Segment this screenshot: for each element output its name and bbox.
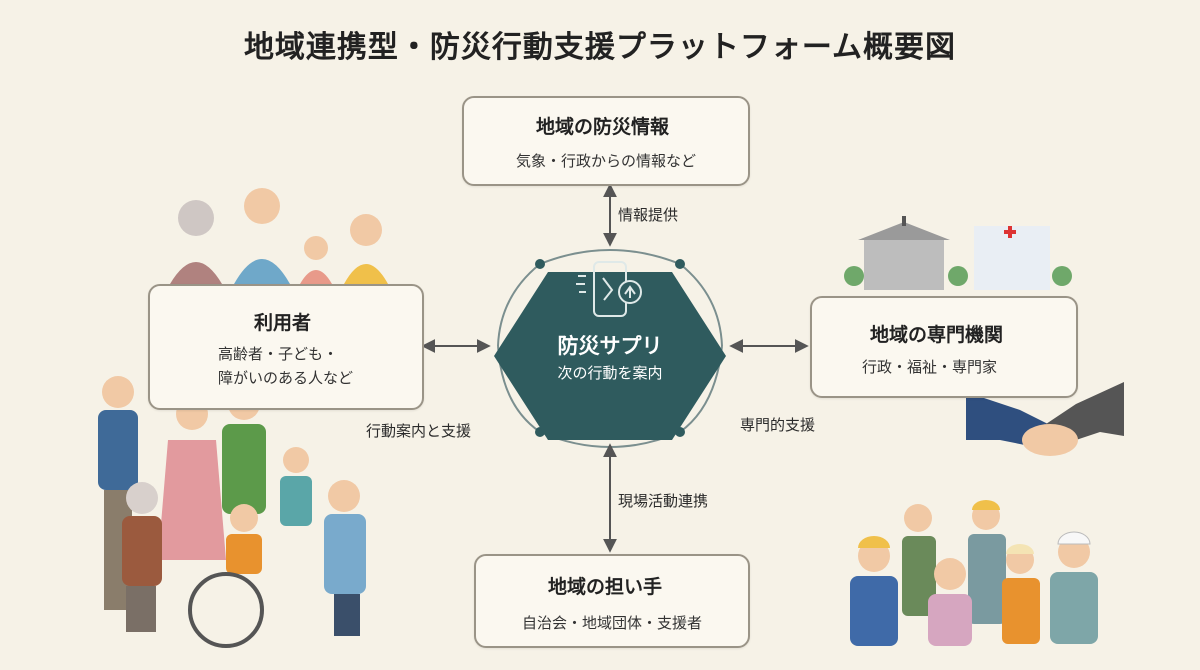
node-subtitle: 行政・福祉・専門家	[862, 358, 998, 376]
node-title: 地域の防災情報	[536, 116, 670, 138]
node-title: 利用者	[254, 312, 312, 334]
edge-label-action-guidance: 行動案内と支援	[366, 422, 472, 440]
app-hexagon	[494, 272, 726, 440]
node-subtitle: 高齢者・子ども・ 障がいのある人など	[218, 342, 353, 390]
node-users: 利用者 高齢者・子ども・ 障がいのある人など	[148, 284, 424, 410]
smartphone-icon	[576, 261, 642, 317]
node-subtitle: 自治会・地域団体・支援者	[521, 614, 702, 632]
node-regional-experts: 地域の専門機関 行政・福祉・専門家	[810, 296, 1078, 398]
buildings-illustration	[844, 216, 1072, 290]
node-subtitle: 気象・行政からの情報など	[515, 152, 696, 170]
workers-illustration	[850, 500, 1098, 646]
family-illustration	[170, 188, 388, 284]
edge-label-info-provision: 情報提供	[618, 206, 679, 224]
app-subtitle: 次の行動を案内	[557, 364, 663, 382]
app-title: 防災サプリ	[557, 334, 663, 358]
node-title: 地域の担い手	[548, 576, 663, 598]
node-subtitle-line1: 高齢者・子ども・	[218, 345, 339, 363]
diagram-title: 地域連携型・防災行動支援プラットフォーム概要図	[243, 30, 957, 65]
node-regional-disaster-info: 地域の防災情報 気象・行政からの情報など	[462, 96, 750, 186]
node-regional-helpers: 地域の担い手 自治会・地域団体・支援者	[474, 554, 750, 648]
edge-label-field-coordination: 現場活動連携	[618, 492, 709, 510]
edge-label-expert-support: 専門的支援	[740, 416, 816, 434]
node-title: 地域の専門機関	[870, 324, 1004, 346]
node-subtitle-line2: 障がいのある人など	[218, 369, 354, 387]
users-illustration	[98, 376, 366, 648]
handshake-illustration	[966, 382, 1124, 456]
